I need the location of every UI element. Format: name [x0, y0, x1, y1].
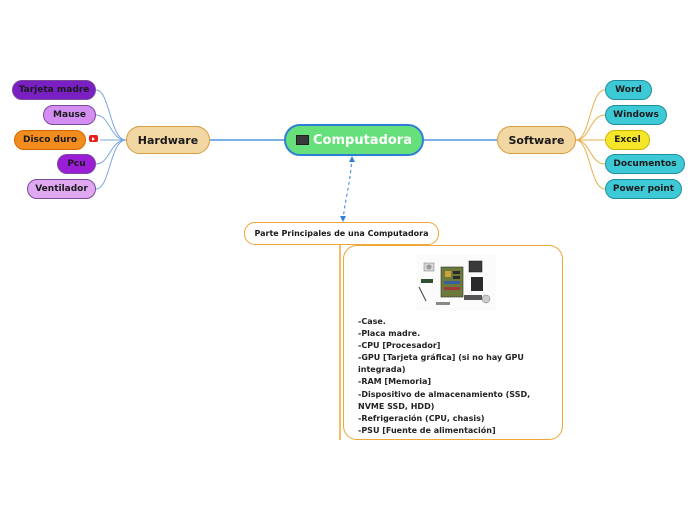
- software-item-documentos[interactable]: Documentos: [605, 154, 685, 174]
- software-item-word[interactable]: Word: [605, 80, 652, 100]
- software-node[interactable]: Software: [497, 126, 576, 154]
- hardware-item-label: Disco duro: [22, 135, 78, 145]
- computer-icon: [296, 135, 309, 145]
- hardware-item-label: Mause: [53, 110, 86, 120]
- hardware-item-label: Tarjeta madre: [18, 85, 90, 95]
- hardware-item-label: Ventilador: [35, 184, 88, 194]
- link-software-item-4: [575, 139, 606, 165]
- parts-description: -Case. -Placa madre. -CPU [Procesador] -…: [358, 317, 531, 435]
- software-item-windows[interactable]: Windows: [605, 105, 667, 125]
- link-hardware-item-1: [95, 89, 127, 141]
- software-item-excel[interactable]: Excel: [605, 130, 650, 150]
- hardware-label: Hardware: [137, 133, 199, 147]
- link-hardware-item-2: [95, 114, 127, 141]
- link-hardware-item-4: [95, 139, 127, 165]
- hardware-item-tarjeta-madre[interactable]: Tarjeta madre: [12, 80, 96, 100]
- link-software-item-5: [575, 139, 606, 190]
- hardware-item-label: Pcu: [67, 159, 86, 169]
- software-item-label: Documentos: [613, 159, 677, 169]
- software-item-label: Excel: [614, 135, 641, 145]
- youtube-icon[interactable]: [89, 135, 98, 142]
- parts-title: Parte Principales de una Computadora: [254, 229, 429, 238]
- hardware-item-mause[interactable]: Mause: [43, 105, 96, 125]
- link-software-item-1: [575, 89, 606, 141]
- link-hardware-item-5: [95, 139, 127, 190]
- hardware-item-ventilador[interactable]: Ventilador: [27, 179, 96, 199]
- software-item-power-point[interactable]: Power point: [605, 179, 682, 199]
- link-root-parts: [342, 157, 353, 221]
- link-software-item-2: [575, 114, 606, 141]
- hardware-item-pcu[interactable]: Pcu: [57, 154, 96, 174]
- software-item-label: Power point: [612, 184, 675, 194]
- root-node[interactable]: Computadora: [284, 124, 424, 156]
- hardware-node[interactable]: Hardware: [126, 126, 210, 154]
- parts-title-node[interactable]: Parte Principales de una Computadora: [244, 222, 439, 245]
- software-label: Software: [508, 133, 565, 147]
- hardware-item-disco-duro[interactable]: Disco duro: [14, 130, 86, 150]
- arrowhead-top: [349, 156, 355, 162]
- parts-description-panel: -Case. -Placa madre. -CPU [Procesador] -…: [343, 245, 563, 440]
- software-item-label: Word: [615, 85, 642, 95]
- root-label: Computadora: [313, 132, 412, 148]
- computer-components-image: [416, 255, 496, 311]
- software-item-label: Windows: [613, 110, 659, 120]
